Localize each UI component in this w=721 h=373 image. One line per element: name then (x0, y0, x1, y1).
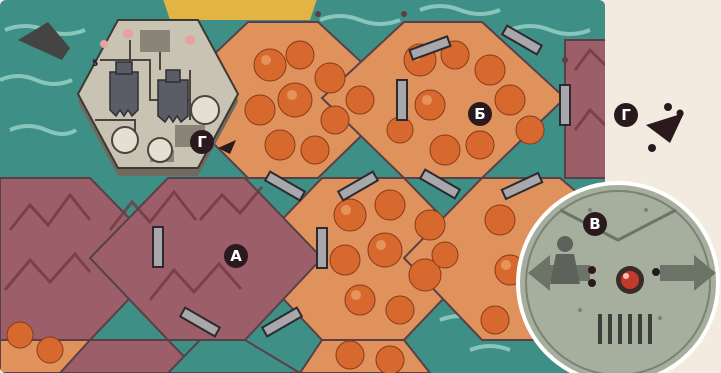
label-g-tile-badge: Г (190, 130, 214, 154)
label-g-side-badge: Г (614, 103, 638, 127)
mountain-hex-right (565, 40, 610, 178)
mech-disc (518, 183, 718, 373)
field-hex (160, 0, 320, 20)
label-b-badge: Б (468, 102, 492, 126)
side-direction-arrow-icon (646, 113, 684, 143)
label-v-badge: В (583, 212, 607, 236)
label-a-badge: А (224, 244, 248, 268)
tile-number: 5 (92, 59, 98, 69)
